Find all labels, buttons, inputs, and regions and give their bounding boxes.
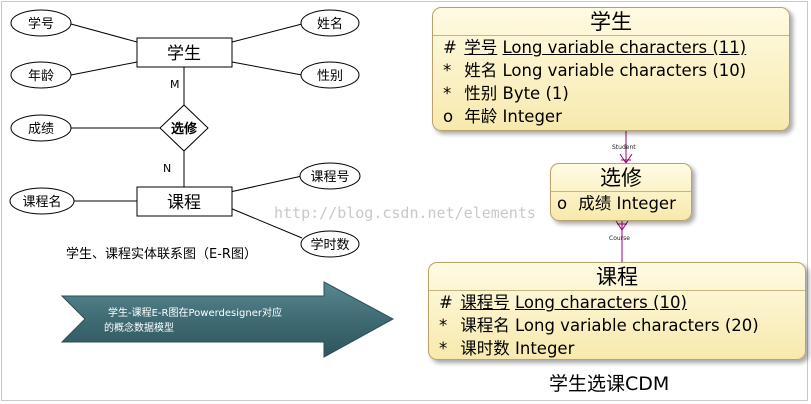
er-attr-age [10, 61, 72, 89]
er-cardinality-n: N [163, 162, 171, 175]
attr-type: Integer [515, 339, 575, 358]
attr-name: 姓名 [464, 61, 498, 80]
watermark: http://blog.csdn.net/elements [274, 204, 536, 222]
attr-name: 课时数 [460, 339, 510, 358]
mandatory-mark: * [443, 61, 452, 80]
mandatory-mark: * [443, 84, 452, 103]
cdm-entity-student: 学生 # 学号 Long variable characters (11) * … [432, 7, 790, 131]
cdm-association-select-title: 选修 [600, 166, 642, 190]
cdm-association-select: 选修 o 成绩 Integer [550, 163, 692, 221]
cdm-course-row: # 课程号 Long characters (10) [429, 291, 805, 314]
attr-type: Byte (1) [502, 84, 569, 103]
er-caption: 学生、课程实体联系图（E-R图） [66, 246, 257, 262]
attr-name: 成绩 [578, 194, 612, 213]
optional-mark: o [557, 194, 568, 213]
cdm-entity-course-divider [429, 290, 805, 291]
er-attr-student-no [10, 9, 72, 37]
er-attr-course-name [9, 187, 75, 215]
arrow-text-line1: 学生-课程E-R图在Powerdesigner对应 [108, 306, 282, 319]
attr-type: Long variable characters (10) [502, 61, 747, 80]
er-attr-gender-label: 性别 [317, 69, 343, 84]
attr-name: 学号 [464, 38, 498, 57]
cdm-student-row: # 学号 Long variable characters (11) [433, 36, 789, 59]
arrow-shape [60, 281, 395, 358]
cdm-link-student-label: Student [612, 144, 636, 151]
er-entity-student [136, 37, 233, 68]
er-attr-grade-label: 成绩 [28, 122, 54, 137]
er-entity-course-label: 课程 [167, 193, 201, 213]
mandatory-mark: * [439, 339, 448, 358]
cdm-student-row: * 性别 Byte (1) [433, 82, 789, 105]
attr-name: 课程名 [460, 316, 510, 335]
arrow-text-line2: 的概念数据模型 [104, 321, 174, 334]
er-entity-student-label: 学生 [167, 44, 201, 64]
er-cardinality-m: M [170, 78, 180, 91]
attr-type: Long characters (10) [515, 293, 687, 312]
attr-name: 课程号 [460, 293, 510, 312]
cdm-entity-course: 课程 # 课程号 Long characters (10) * 课程名 Long… [428, 262, 806, 360]
identifier-mark: # [439, 293, 453, 312]
identifier-mark: # [443, 38, 457, 57]
cdm-entity-student-divider [433, 35, 789, 36]
er-attr-course-no [299, 162, 361, 190]
er-entity-course [136, 186, 233, 217]
attr-type: Long variable characters (20) [515, 316, 759, 335]
er-attr-course-no-label: 课程号 [310, 170, 349, 185]
cdm-course-row: * 课程名 Long variable characters (20) [429, 314, 805, 337]
cdm-association-select-divider [551, 191, 691, 192]
er-attr-hours [300, 230, 360, 258]
attr-name: 性别 [464, 84, 498, 103]
er-attr-name [300, 9, 360, 37]
cdm-link-course-label: Course [609, 235, 630, 242]
mandatory-mark: * [439, 316, 448, 335]
er-relationship-label: 选修 [171, 121, 198, 137]
cdm-entity-course-title: 课程 [596, 265, 638, 289]
cdm-course-row: * 课时数 Integer [429, 337, 805, 360]
er-attr-gender [300, 61, 360, 89]
cdm-entity-student-title: 学生 [590, 10, 632, 34]
cdm-student-row: * 姓名 Long variable characters (10) [433, 59, 789, 82]
er-attr-name-label: 姓名 [317, 16, 343, 32]
er-lines [70, 23, 303, 239]
er-attr-age-label: 年龄 [28, 69, 54, 84]
er-attr-student-no-label: 学号 [28, 16, 54, 32]
er-relationship-select [159, 104, 209, 152]
er-attr-hours-label: 学时数 [310, 237, 349, 253]
er-attr-course-name-label: 课程名 [22, 194, 61, 210]
er-attr-grade [10, 114, 72, 142]
cdm-student-row: o 年龄 Integer [433, 105, 789, 128]
attr-name: 年龄 [464, 107, 498, 126]
optional-mark: o [443, 107, 454, 126]
attr-type: Integer [502, 107, 562, 126]
attr-type: Integer [616, 194, 676, 213]
cdm-caption: 学生选课CDM [549, 373, 670, 395]
cdm-select-row: o 成绩 Integer [551, 192, 691, 215]
attr-type: Long variable characters (11) [502, 38, 747, 57]
